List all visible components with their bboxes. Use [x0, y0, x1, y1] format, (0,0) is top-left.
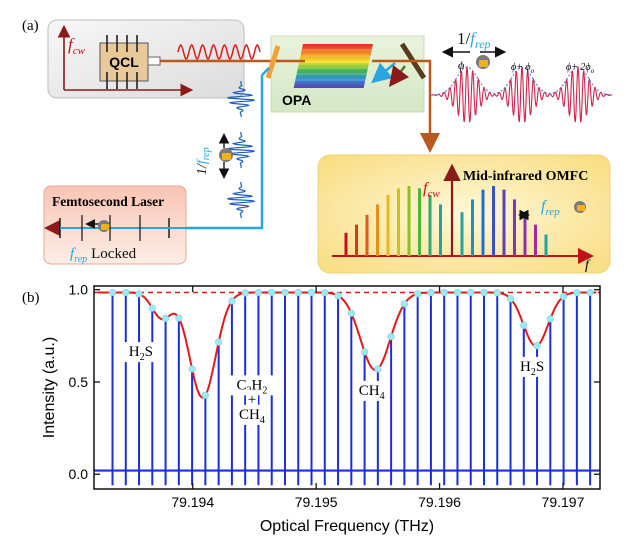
comb-point — [400, 300, 408, 308]
annotation-label: CH4 — [239, 407, 265, 426]
phase-label-2: ϕ+ 2ϕo — [566, 62, 595, 75]
comb-point — [321, 289, 329, 297]
idler-beam — [388, 65, 410, 87]
comb-point — [520, 321, 528, 330]
comb-point — [573, 289, 581, 297]
pulse-period-label: 1/frep — [457, 29, 491, 51]
comb-point — [281, 288, 289, 297]
comb-teeth — [111, 292, 592, 486]
qcl-label: QCL — [109, 54, 139, 70]
omfc-box: Mid-infrared OMFC f fcw frep — [317, 154, 611, 274]
laser-pulse — [227, 131, 255, 169]
annotation-label: H2S — [129, 344, 153, 363]
phase-label-0: ϕ — [458, 58, 464, 72]
y-axis-label: Intensity (a.u.) — [41, 337, 58, 438]
x-tick-label: 79.194 — [171, 494, 214, 510]
panel-a-label: (a) — [22, 18, 39, 34]
comb-point — [268, 288, 276, 297]
y-tick-label: 0.5 — [69, 374, 89, 390]
annotation-bg — [228, 375, 275, 396]
annotation-label: CH4 — [359, 383, 385, 402]
fit-curve — [97, 291, 597, 399]
comb-point — [294, 288, 302, 297]
comb-point — [427, 288, 435, 297]
laser-pulses — [227, 80, 255, 219]
comb-point — [347, 309, 355, 317]
comb-point — [148, 304, 156, 312]
comb-point — [228, 297, 236, 305]
annotation-bg — [236, 404, 267, 425]
comb-point — [506, 295, 515, 303]
pulse-period-indicator: 1/frep ϕ ϕ+ ϕo ϕ+ 2ϕo — [441, 29, 595, 75]
panel-b-label: (b) — [22, 290, 40, 306]
laser-pulse — [227, 80, 255, 118]
x-tick-label: 79.197 — [542, 494, 585, 510]
comb-point — [546, 315, 554, 323]
comb-point — [254, 288, 263, 297]
pulse-train — [430, 65, 613, 124]
comb-point — [559, 292, 568, 301]
qcl-box: fcw QCL — [47, 19, 245, 99]
opa-crystal — [293, 44, 373, 88]
x-axis-label: Optical Frequency (THz) — [260, 518, 434, 535]
laser-pulse — [227, 181, 255, 219]
opa-label: OPA — [282, 92, 311, 108]
plot-frame — [93, 285, 601, 490]
comb-point — [414, 290, 422, 298]
sample-points — [108, 288, 594, 399]
comb-point — [161, 314, 170, 322]
opa-box: OPA — [270, 35, 425, 113]
comb-point — [480, 288, 488, 297]
comb-point — [467, 288, 475, 297]
y-tick-label: 1.0 — [69, 282, 89, 298]
qcl-fcw-label: fcw — [68, 35, 86, 57]
comb-point — [334, 292, 342, 300]
omfc-fcw-label: fcw — [423, 180, 440, 200]
axis-ticks: 79.194 79.195 79.196 79.197 0.0 0.5 1.0 — [69, 282, 600, 510]
phase-label-1: ϕ+ ϕo — [511, 62, 535, 75]
comb-point — [387, 333, 395, 341]
comb-point — [175, 314, 183, 322]
comb-point — [493, 289, 501, 297]
comb-point — [586, 288, 594, 297]
comb-point — [241, 289, 249, 297]
femto-title: Femtosecond Laser — [52, 194, 164, 209]
comb-point — [374, 365, 382, 373]
comb-point — [188, 365, 196, 373]
annotation-label: + — [248, 392, 256, 408]
omfc-f-label: f — [585, 258, 591, 273]
y-tick-label: 0.0 — [69, 466, 89, 482]
rep-period-label: 1/frep — [195, 147, 212, 175]
comb-point — [440, 288, 448, 297]
omfc-comb-teeth — [344, 186, 548, 256]
comb-point — [307, 288, 316, 297]
comb-point — [533, 342, 541, 350]
annotation-bg — [515, 356, 550, 377]
comb-point — [360, 348, 369, 356]
comb-point — [135, 290, 143, 298]
omfc-frep-label: frep — [541, 198, 560, 218]
annotation-bg — [123, 342, 158, 363]
comb-point — [215, 338, 223, 346]
comb-point — [201, 391, 209, 399]
laser-beam — [186, 75, 264, 230]
comb-point — [122, 288, 130, 297]
annotation-label: H2S — [520, 359, 544, 378]
rep-period-indicator: 1/frep — [195, 133, 233, 179]
x-tick-label: 79.195 — [295, 494, 338, 510]
beam-combiner — [265, 45, 281, 79]
comb-point — [453, 288, 462, 297]
qcl-chip: QCL — [99, 35, 161, 89]
x-tick-label: 79.196 — [418, 494, 461, 510]
omfc-title: Mid-infrared OMFC — [463, 169, 588, 184]
annotation-bg — [356, 380, 387, 401]
output-beam — [405, 59, 440, 153]
comb-point — [108, 288, 117, 297]
cw-wave — [177, 44, 261, 60]
